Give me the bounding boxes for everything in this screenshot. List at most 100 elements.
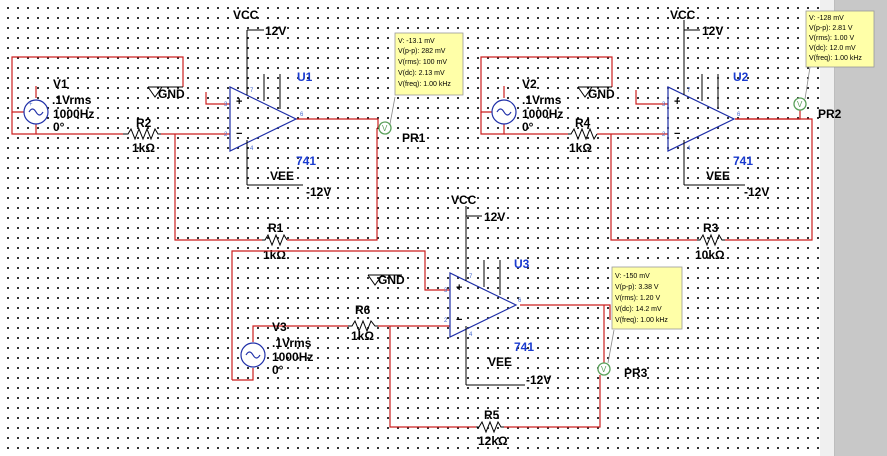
v2-name: V2 [522,77,537,91]
u3-pin6-label: 6 [518,298,522,304]
u1-vcc-value: 12V [265,24,286,38]
pr2-line-vpp: V(p-p): 2.81 V [809,25,853,32]
u2-vee-value: -12V [744,185,769,199]
v1-name: V1 [53,77,68,91]
svg-text:V: V [382,124,388,133]
pr1-name: PR1 [402,131,426,145]
pr3-readout[interactable]: V: -150 mV V(p-p): 3.38 V V(rms): 1.20 V… [611,266,683,330]
u1-gnd-label: GND [158,87,185,101]
v1-amplitude: .1Vrms [52,93,92,107]
u2-circuit: 3 2 7 4 6 + − V [480,20,813,247]
u3-vee-value: -12V [526,373,551,387]
pr2-name: PR2 [818,107,842,121]
pr1-line-vrms: V(rms): 100 mV [398,59,447,66]
pr1-probe-icon[interactable] [378,121,392,135]
pr3-name: PR3 [624,366,648,380]
u3-pin2-label: 2 [444,318,448,324]
r4-value: 1kΩ [569,141,592,155]
u1-pin2-label: 2 [224,132,228,138]
r5-value: 12kΩ [478,434,508,448]
u2-pin7-label: 7 [687,88,691,94]
svg-text:V: V [797,100,803,109]
v2-phase: 0° [522,120,534,134]
pr3-line-vfreq: V(freq): 1.00 kHz [615,317,668,324]
r5-name: R5 [484,408,500,422]
r1-resistor-icon[interactable] [262,233,288,247]
u3-model: 741 [514,340,534,354]
pr3-line-vpp: V(p-p): 3.38 V [615,284,659,291]
u3-pin7-label: 7 [469,274,473,280]
r6-name: R6 [355,303,371,317]
svg-text:+: + [29,102,33,108]
pr2-line-vrms: V(rms): 1.00 V [809,35,854,42]
u1-circuit: + 3 2 7 4 6 + − V [11,29,396,247]
u3-vcc-value: 12V [484,210,505,224]
u2-pin2-label: 2 [662,132,666,138]
pr1-line-vfreq: V(freq): 1.00 kHz [398,81,451,88]
u3-gnd-label: GND [378,273,405,287]
vertical-scrollbar[interactable] [820,0,835,456]
svg-text:−: − [456,314,462,326]
u3-vee-label: VEE [488,355,512,369]
u3-vcc-label: VCC [451,193,477,207]
pr1-line-vdc: V(dc): 2.13 mV [398,70,445,77]
r2-value: 1kΩ [132,141,155,155]
u1-pin3-label: 3 [224,102,228,108]
v2-frequency: 1000Hz [522,107,563,121]
pr1-line-v: V: -13.1 mV [398,38,435,45]
u2-gnd-label: GND [588,87,615,101]
r4-resistor-icon[interactable] [568,127,598,141]
r2-resistor-icon[interactable] [123,127,161,141]
svg-text:+: + [236,96,242,108]
v3-amplitude: .1Vrms [272,336,312,350]
svg-text:+: + [456,282,462,294]
r5-resistor-icon[interactable] [476,420,504,434]
u2-vcc-label: VCC [670,8,696,22]
pr2-line-vdc: V(dc): 12.0 mV [809,45,856,52]
u2-vcc-value: 12V [702,24,723,38]
v2-amplitude: .1Vrms [522,93,562,107]
u1-pin6-label: 6 [300,112,304,118]
u2-pin3-label: 3 [662,102,666,108]
v3-name: V3 [272,320,287,334]
pr3-line-vdc: V(dc): 14.2 mV [615,306,662,313]
u2-name: U2 [733,70,749,84]
u1-vee-label: VEE [270,169,294,183]
pr3-probe-icon[interactable] [597,362,611,376]
svg-text:+: + [674,96,680,108]
r3-resistor-icon[interactable] [697,233,725,247]
svg-text:−: − [674,128,680,140]
u1-vee-value: -12V [306,185,331,199]
r6-value: 1kΩ [351,329,374,343]
u1-pin4-label: 4 [250,146,254,152]
u1-name: U1 [297,70,313,84]
u1-pin7-label: 7 [250,88,254,94]
v1-phase: 0° [53,120,65,134]
u2-vee-label: VEE [706,169,730,183]
pr2-probe-icon[interactable] [793,97,807,111]
pr2-readout[interactable]: V: -128 mV V(p-p): 2.81 V V(rms): 1.00 V… [805,10,875,68]
pr1-line-vpp: V(p-p): 282 mV [398,48,446,55]
v3-frequency: 1000Hz [272,350,313,364]
pr2-line-vfreq: V(freq): 1.00 kHz [809,55,862,62]
r3-value: 10kΩ [695,248,725,262]
u2-model: 741 [733,154,753,168]
v1-frequency: 1000Hz [53,107,94,121]
r6-resistor-icon[interactable] [348,319,378,333]
svg-text:V: V [601,365,607,374]
r2-name: R2 [136,116,152,130]
u1-model: 741 [296,154,316,168]
pr2-line-v: V: -128 mV [809,15,844,22]
svg-text:−: − [236,128,242,140]
pr3-line-v: V: -150 mV [615,273,650,280]
r4-name: R4 [575,116,591,130]
pr3-line-vrms: V(rms): 1.20 V [615,295,660,302]
u3-pin4-label: 4 [469,332,473,338]
u3-name: U3 [514,257,530,271]
u3-circuit: 3 2 7 4 6 + − V [231,206,615,434]
r3-name: R3 [703,221,719,235]
v3-phase: 0° [272,363,284,377]
r1-value: 1kΩ [263,248,286,262]
pr1-readout[interactable]: V: -13.1 mV V(p-p): 282 mV V(rms): 100 m… [394,32,464,96]
